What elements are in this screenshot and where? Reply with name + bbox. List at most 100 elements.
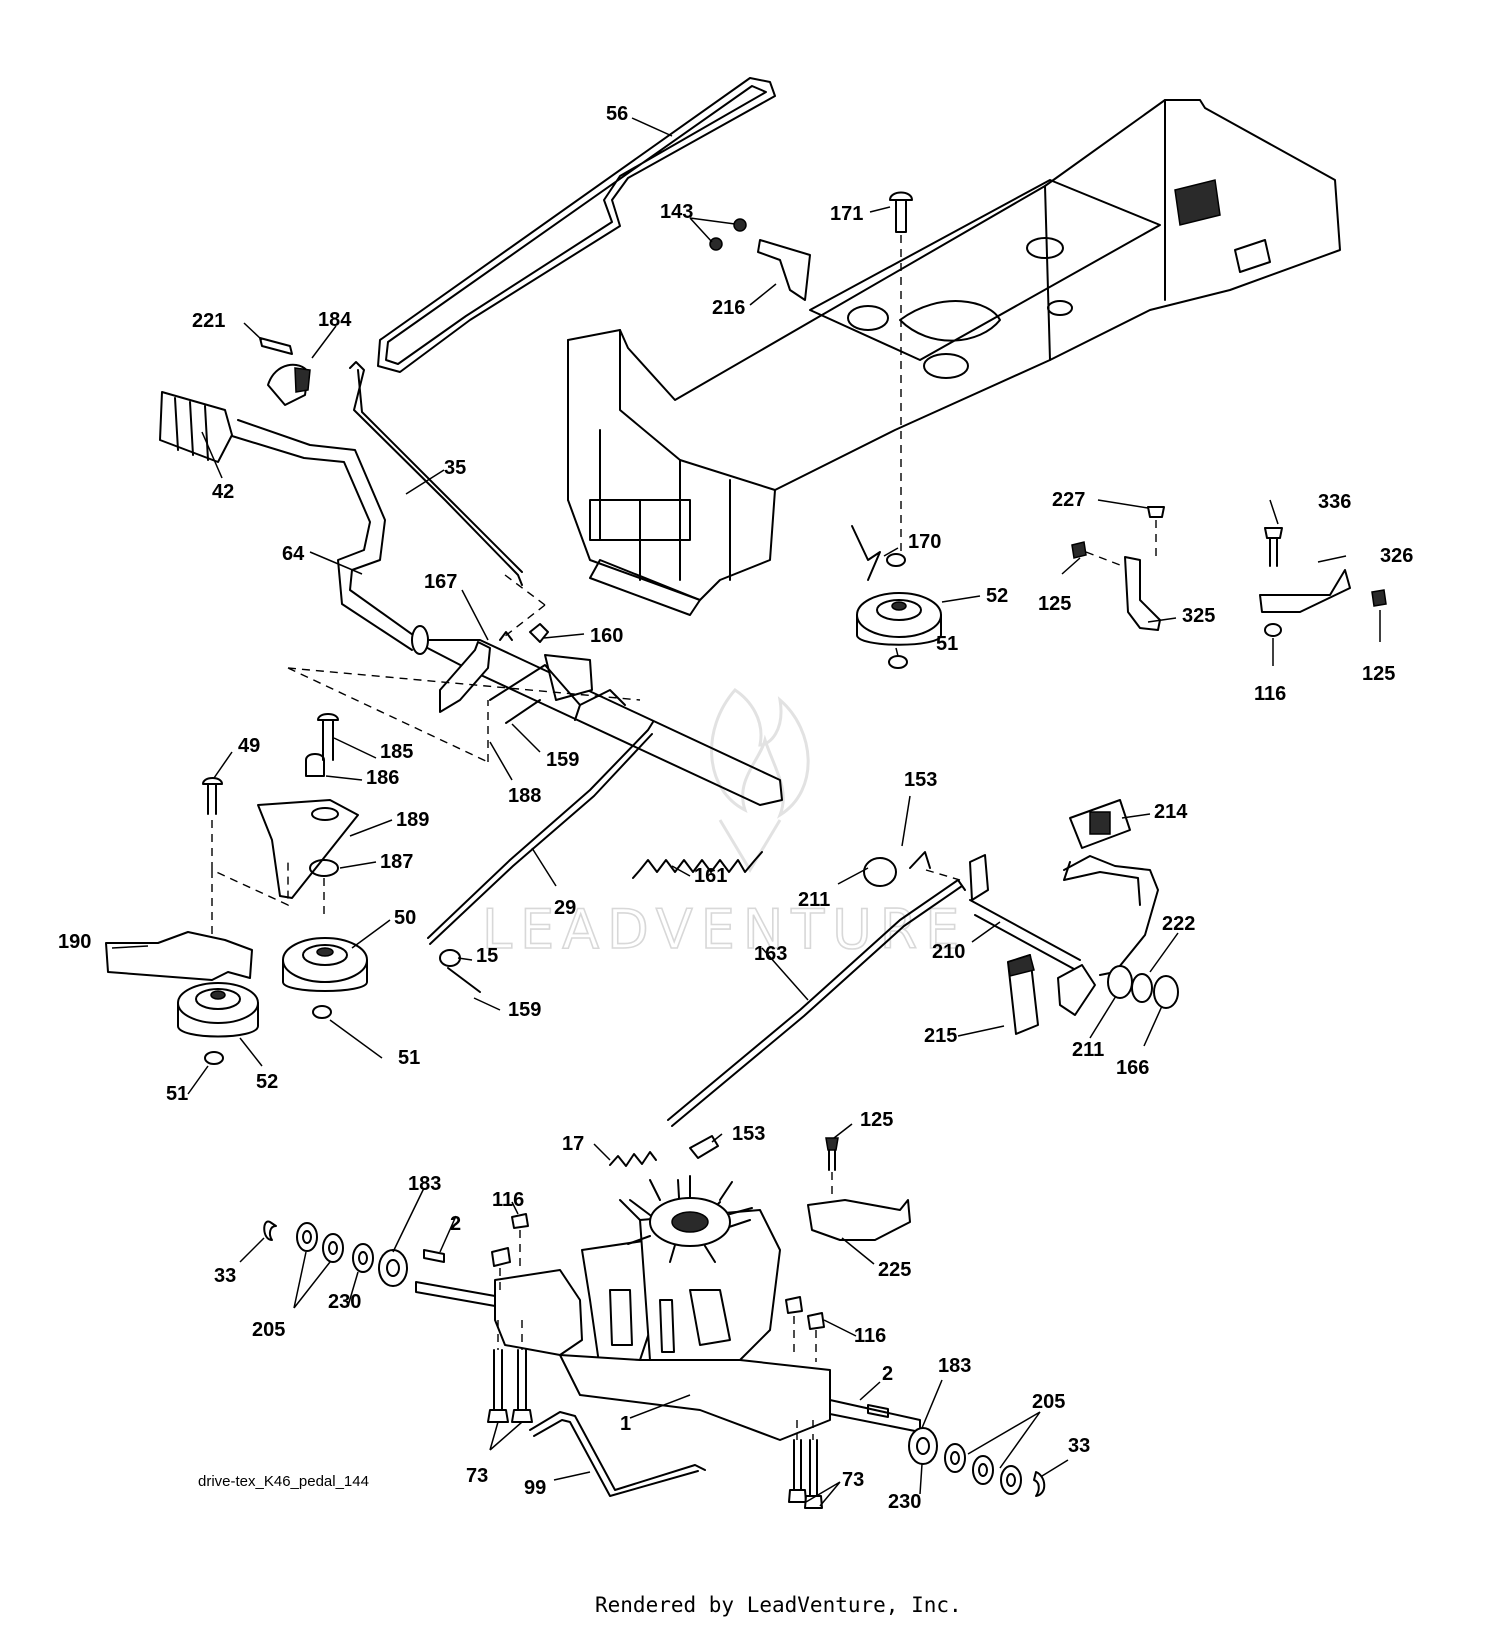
label-35: 35 <box>444 457 466 479</box>
label-170: 170 <box>908 531 941 553</box>
label-160: 160 <box>590 625 623 647</box>
watermark: LEADVENTURE <box>481 688 967 962</box>
footer-credit: Rendered by LeadVenture, Inc. <box>595 1593 962 1617</box>
label-2-left: 2 <box>450 1213 461 1235</box>
label-211-bottom: 211 <box>1072 1039 1104 1061</box>
label-205-right: 205 <box>1032 1391 1065 1413</box>
label-51-right: 51 <box>936 633 958 655</box>
pulley-52-left <box>177 982 259 1065</box>
watermark-text: LEADVENTURE <box>482 898 967 961</box>
label-52-right: 52 <box>986 585 1008 607</box>
leader-lines <box>111 117 1381 1507</box>
label-161: 161 <box>694 865 727 887</box>
label-184: 184 <box>318 309 352 331</box>
label-185: 185 <box>380 741 413 763</box>
part-labels: 56 143 171 216 221 184 42 35 64 167 160 … <box>58 103 1413 1513</box>
knob-184 <box>259 337 311 406</box>
label-221: 221 <box>192 310 225 332</box>
plate-190 <box>105 931 253 981</box>
label-326: 326 <box>1380 545 1413 567</box>
bracket-326 <box>1259 527 1387 637</box>
label-190: 190 <box>58 931 91 953</box>
bracket-325 <box>1071 506 1165 631</box>
bracket-216 <box>709 218 811 301</box>
label-73-left: 73 <box>466 1465 488 1487</box>
label-33-right: 33 <box>1068 1435 1090 1457</box>
label-230-left: 230 <box>328 1291 361 1313</box>
axle-hardware-left <box>263 1220 445 1287</box>
label-187: 187 <box>380 851 413 873</box>
pedal-bracket-assembly <box>287 574 641 763</box>
label-33-left: 33 <box>214 1265 236 1287</box>
label-188: 188 <box>508 785 541 807</box>
label-125-c: 125 <box>860 1109 893 1131</box>
label-336: 336 <box>1318 491 1351 513</box>
label-143: 143 <box>660 201 693 223</box>
bolt-171 <box>889 191 913 560</box>
tractor-frame <box>567 99 1341 616</box>
label-64: 64 <box>282 543 305 565</box>
rod-99 <box>529 1411 706 1497</box>
pulley-52-right <box>851 525 942 669</box>
label-73-right: 73 <box>842 1469 864 1491</box>
rod-29 <box>427 721 654 993</box>
label-166: 166 <box>1116 1057 1149 1079</box>
label-183-right: 183 <box>938 1355 971 1377</box>
watermark-flame-logo <box>710 688 810 873</box>
diagram-code: drive-tex_K46_pedal_144 <box>198 1473 369 1490</box>
bolts-73-right <box>788 1420 823 1509</box>
label-159-bottom: 159 <box>508 999 541 1021</box>
label-171: 171 <box>830 203 863 225</box>
pedal-assembly <box>863 799 1179 1035</box>
label-205-left: 205 <box>252 1319 285 1341</box>
nuts-116-right <box>785 1296 825 1362</box>
label-153-bottom: 153 <box>732 1123 765 1145</box>
label-52-left: 52 <box>256 1071 278 1093</box>
label-125-a: 125 <box>1038 593 1071 615</box>
label-215: 215 <box>924 1025 957 1047</box>
label-163: 163 <box>754 943 787 965</box>
label-29: 29 <box>554 897 576 919</box>
axle-hardware-right <box>867 1404 1046 1497</box>
label-1: 1 <box>620 1413 631 1435</box>
label-50: 50 <box>394 907 416 929</box>
label-125-b: 125 <box>1362 663 1395 685</box>
spring-161 <box>632 851 763 879</box>
label-189: 189 <box>396 809 429 831</box>
spring-17 <box>609 1151 657 1167</box>
label-159-top: 159 <box>546 749 579 771</box>
label-222: 222 <box>1162 913 1195 935</box>
bracket-225 <box>807 1137 911 1241</box>
label-116-left: 116 <box>492 1189 524 1211</box>
label-56: 56 <box>606 103 628 125</box>
bolts-73-left <box>487 1320 533 1423</box>
pulley-50 <box>282 937 368 1019</box>
label-116-top: 116 <box>1254 683 1286 705</box>
rod-163 <box>667 879 966 1127</box>
rod-35 <box>349 361 523 586</box>
label-225: 225 <box>878 1259 911 1281</box>
label-15: 15 <box>476 945 498 967</box>
label-186: 186 <box>366 767 399 789</box>
label-51-left: 51 <box>166 1083 188 1105</box>
transaxle-1 <box>415 1175 921 1441</box>
pin-153 <box>689 1135 719 1159</box>
label-230-right: 230 <box>888 1491 921 1513</box>
label-42: 42 <box>212 481 234 503</box>
nuts-116-left <box>491 1213 529 1296</box>
label-211-top: 211 <box>798 889 830 911</box>
label-17: 17 <box>562 1133 584 1155</box>
label-227: 227 <box>1052 489 1085 511</box>
label-325: 325 <box>1182 605 1215 627</box>
drive-belt <box>377 77 776 373</box>
grip-42 <box>159 391 233 463</box>
label-214: 214 <box>1154 801 1188 823</box>
label-51-middle: 51 <box>398 1047 420 1069</box>
label-167: 167 <box>424 571 457 593</box>
label-116-right: 116 <box>854 1325 886 1347</box>
label-183-left: 183 <box>408 1173 441 1195</box>
label-49: 49 <box>238 735 260 757</box>
label-153-top: 153 <box>904 769 937 791</box>
idler-bracket-189 <box>202 713 359 958</box>
